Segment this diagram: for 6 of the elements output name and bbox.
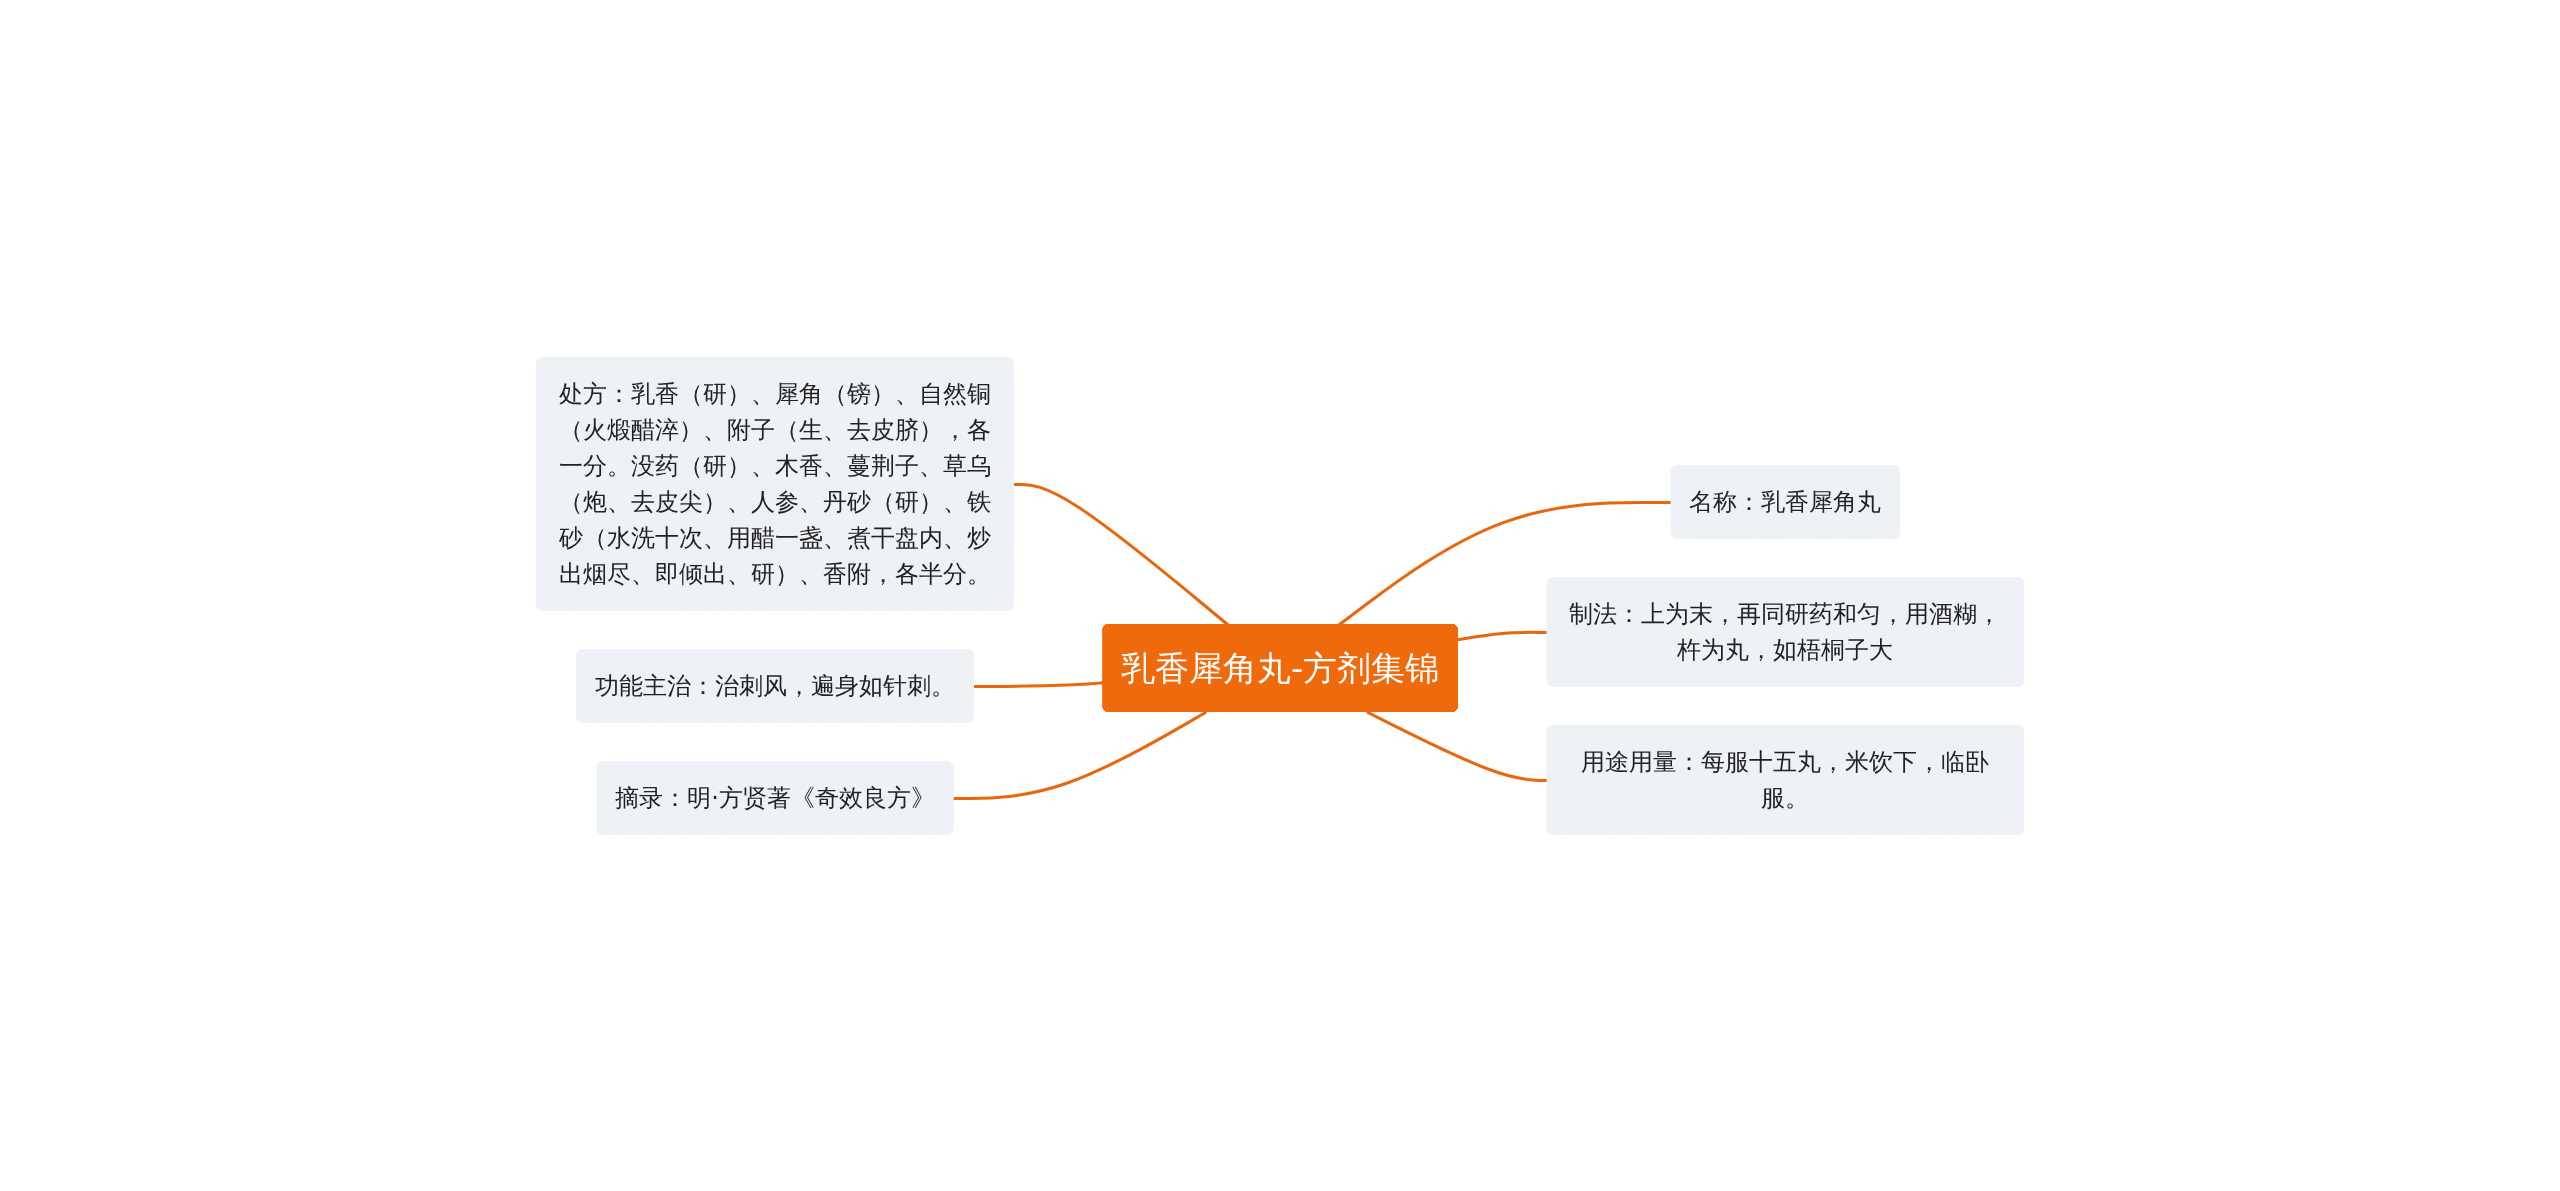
connector [1013, 482, 1229, 626]
connector [1457, 630, 1548, 641]
connector [1337, 500, 1672, 626]
connector [953, 710, 1207, 800]
connector [1366, 710, 1548, 782]
connector [973, 680, 1104, 688]
